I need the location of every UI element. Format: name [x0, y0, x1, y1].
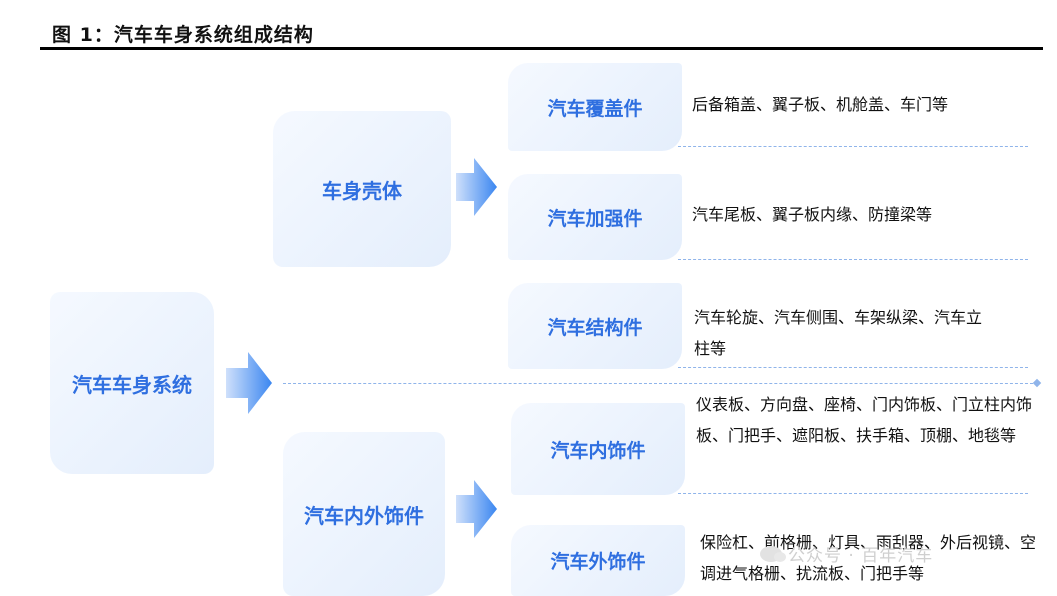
- separator-line: [678, 493, 1028, 494]
- leaf-description: 后备箱盖、翼子板、机舱盖、车门等: [692, 95, 949, 114]
- watermark-text: 公众号 · 百年汽车: [788, 546, 934, 566]
- chevron-right-arrow-icon: [226, 352, 272, 414]
- leaf-node-cover-parts: 汽车覆盖件: [508, 63, 682, 151]
- leaf-node-label: 汽车结构件: [547, 316, 643, 339]
- root-node: 汽车车身系统: [50, 292, 214, 474]
- branch-node-label: 车身壳体: [322, 178, 402, 203]
- chevron-right-arrow-icon: [456, 158, 497, 216]
- leaf-node-structural-parts: 汽车结构件: [508, 283, 682, 369]
- leaf-description: 仪表板、方向盘、座椅、门内饰板、门立柱内饰板、门把手、遮阳板、扶手箱、顶棚、地毯…: [696, 395, 1033, 445]
- separator-line: [678, 146, 1028, 147]
- leaf-node-label: 汽车内饰件: [550, 439, 646, 462]
- separator-line: [678, 367, 1028, 368]
- branch-node-label: 汽车内外饰件: [304, 503, 424, 528]
- branch-node-trim: 汽车内外饰件: [283, 432, 445, 596]
- leaf-node-label: 汽车外饰件: [550, 551, 646, 573]
- separator-end-marker: [1032, 378, 1042, 388]
- watermark: 公众号 · 百年汽车: [760, 541, 933, 566]
- root-node-label: 汽车车身系统: [72, 372, 192, 397]
- leaf-description: 保险杠、前格栅、灯具、雨刮器、外后视镜、空调进气格栅、扰流板、门把手等: [700, 533, 1037, 583]
- leaf-node-label: 汽车覆盖件: [547, 97, 643, 120]
- leaf-node-exterior-trim: 汽车外饰件: [511, 525, 685, 596]
- leaf-node-interior-trim: 汽车内饰件: [511, 403, 685, 495]
- figure-title: 图 1：汽车车身系统组成结构: [52, 24, 314, 46]
- leaf-description: 汽车轮旋、汽车侧围、车架纵梁、汽车立柱等: [694, 308, 983, 358]
- wechat-icon: [760, 545, 786, 562]
- chevron-right-arrow-icon: [456, 480, 497, 538]
- separator-line: [678, 259, 1028, 260]
- separator-line: [283, 383, 1038, 384]
- leaf-node-label: 汽车加强件: [547, 207, 643, 230]
- branch-node-body-shell: 车身壳体: [273, 111, 451, 267]
- title-rule: [40, 47, 1043, 50]
- leaf-description: 汽车尾板、翼子板内缘、防撞梁等: [692, 205, 933, 224]
- leaf-node-reinforcement-parts: 汽车加强件: [508, 174, 682, 260]
